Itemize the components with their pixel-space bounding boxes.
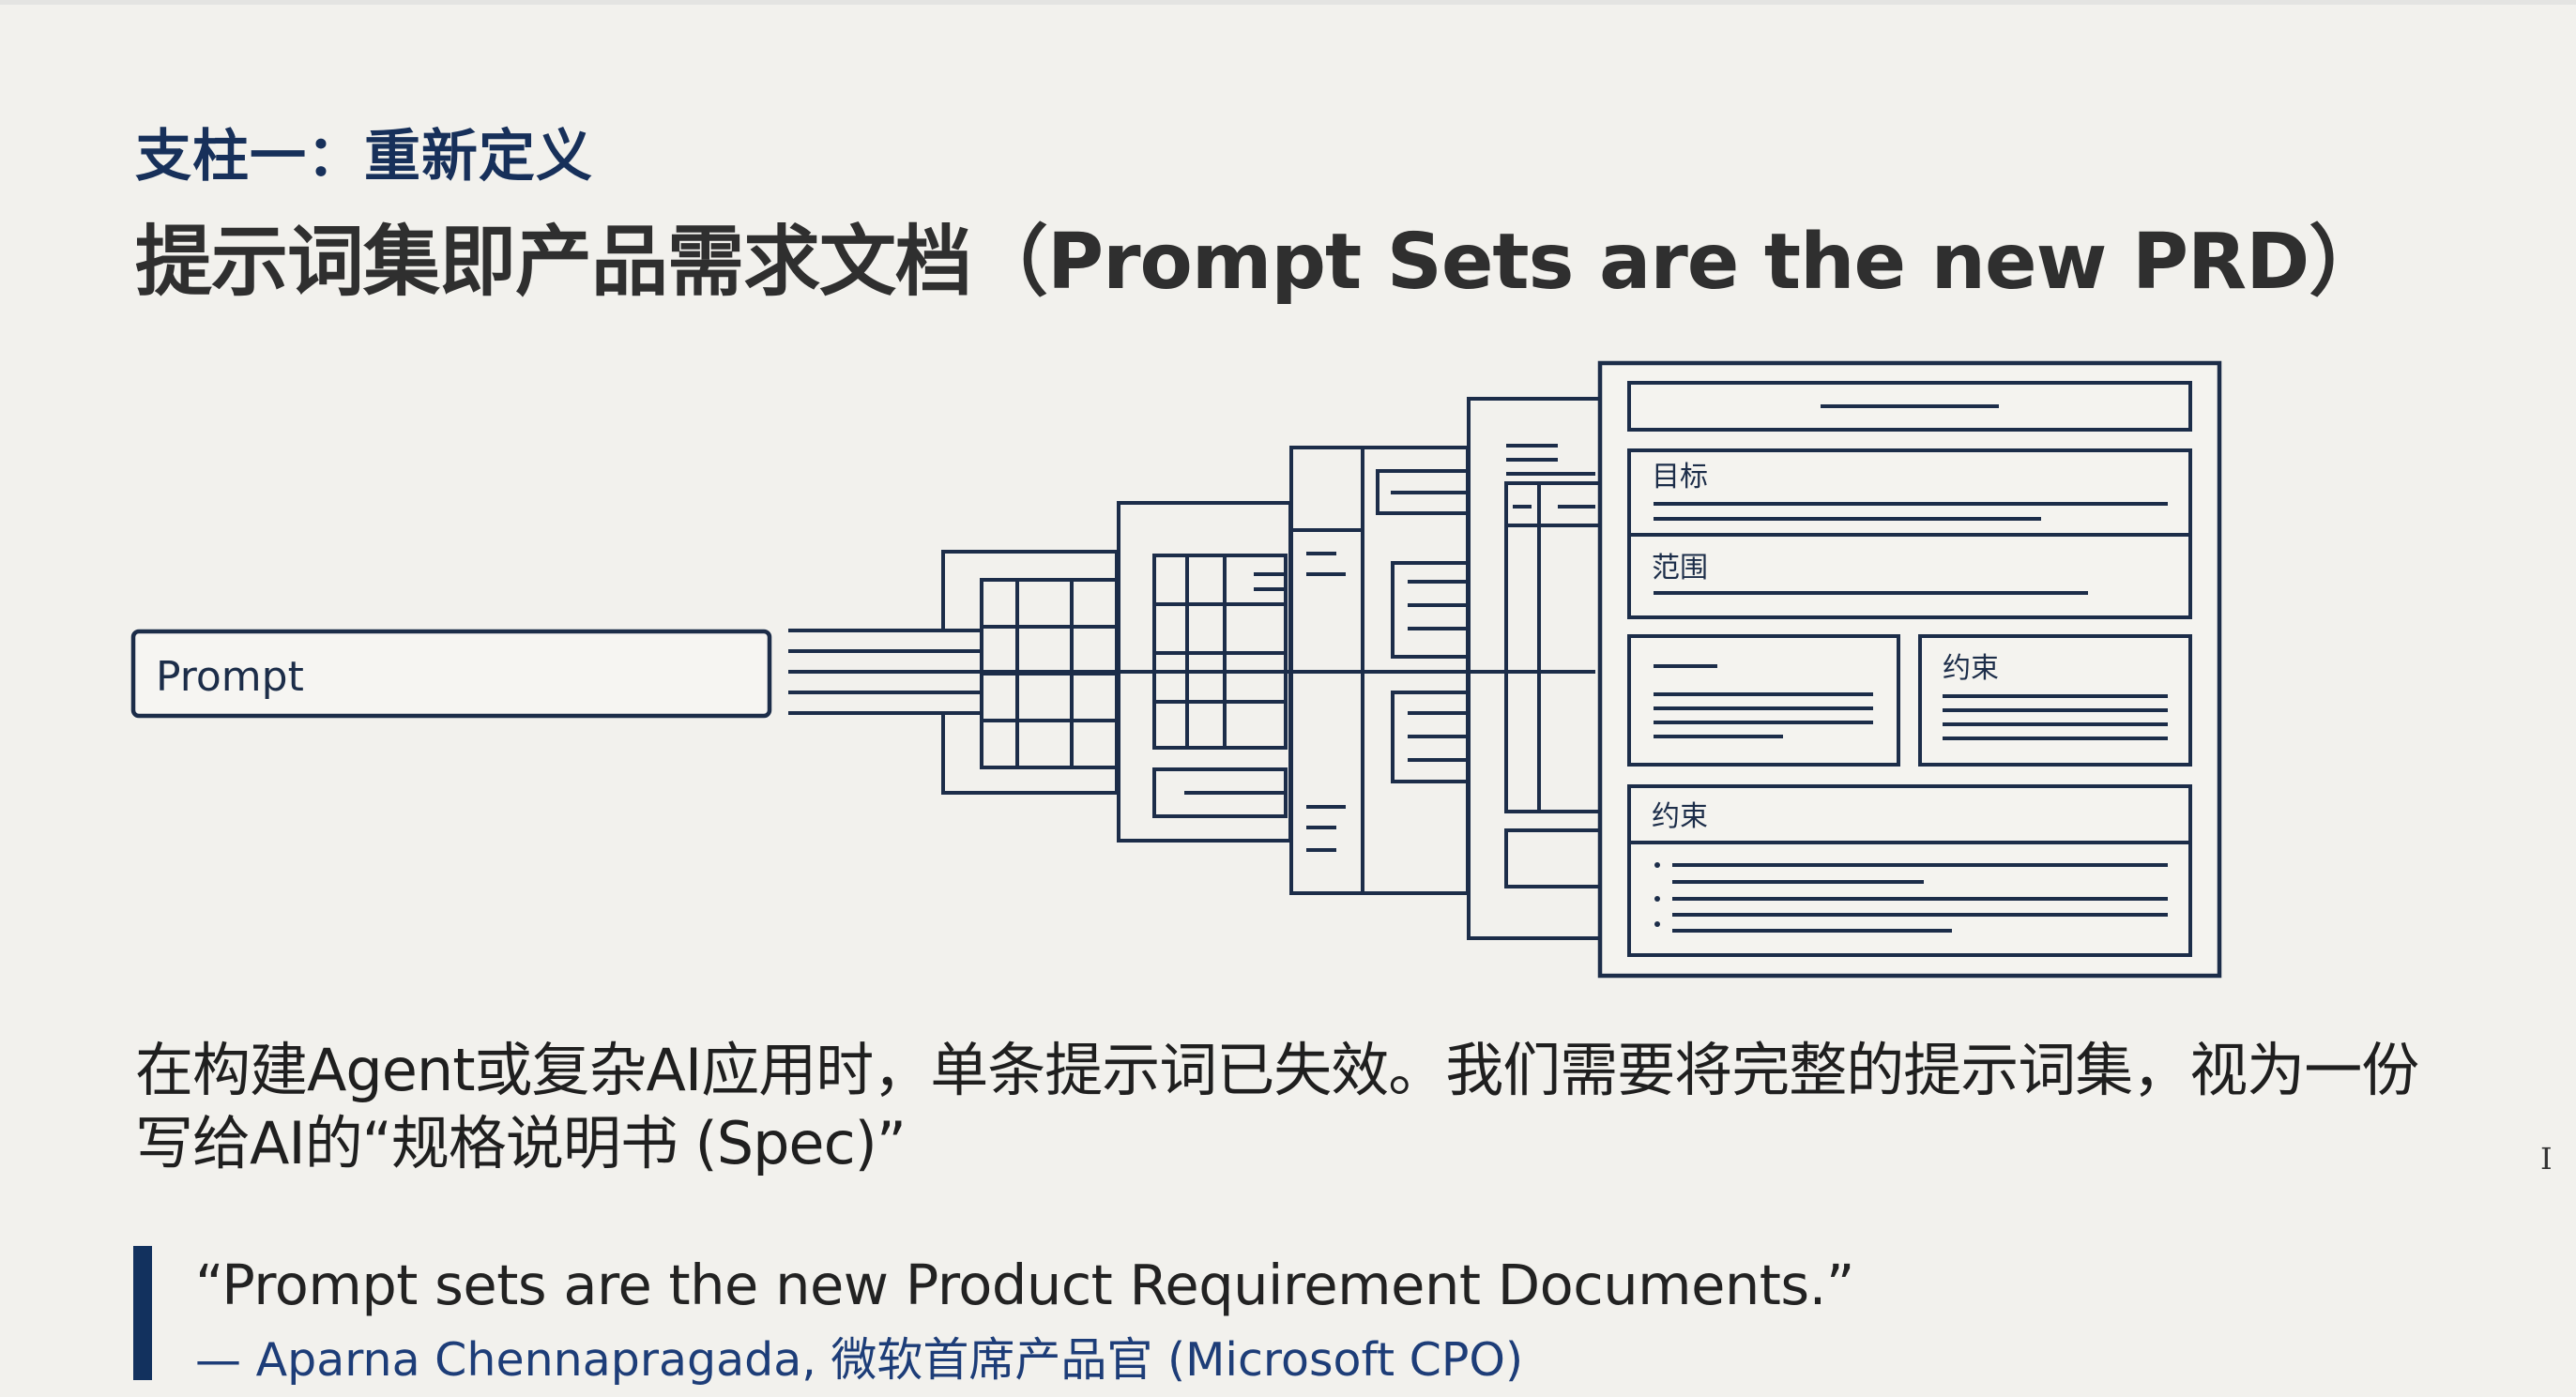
doc-box-left: [1627, 634, 1900, 767]
slide-body-text: 在构建Agent或复杂AI应用时，单条提示词已失效。我们需要将完整的提示词集，视…: [135, 1036, 2419, 1177]
doc-label-constraint-right: 约束: [1943, 652, 1999, 685]
stage-grid-2: [1117, 501, 1292, 843]
section-eyebrow: 支柱一：重新定义: [135, 124, 593, 190]
prompt-box: [130, 629, 772, 719]
doc-section-constraint-bottom: [1627, 784, 2192, 957]
doc-title-bar: [1627, 381, 2192, 432]
text-cursor-icon: I: [2540, 1141, 2553, 1177]
quote-text: “Prompt sets are the new Product Require…: [195, 1253, 1854, 1317]
doc-label-goal: 目标: [1652, 461, 1708, 494]
quote-accent-bar: [133, 1246, 152, 1380]
prompt-box-label: Prompt: [156, 653, 304, 701]
doc-label-constraint-bottom: 约束: [1652, 800, 1708, 833]
slide-headline: 提示词集即产品需求文档（Prompt Sets are the new PRD）: [135, 218, 2385, 307]
quote-author: — Aparna Chennapragada, 微软首席产品官 (Microso…: [195, 1333, 1524, 1387]
feed-lines: [788, 629, 1595, 715]
spec-document: [1597, 360, 2222, 979]
doc-label-scope: 范围: [1652, 552, 1708, 585]
top-divider: [0, 0, 2576, 5]
stage-columns-4: [1467, 397, 1602, 940]
doc-section-constraint-right: [1918, 634, 2192, 767]
